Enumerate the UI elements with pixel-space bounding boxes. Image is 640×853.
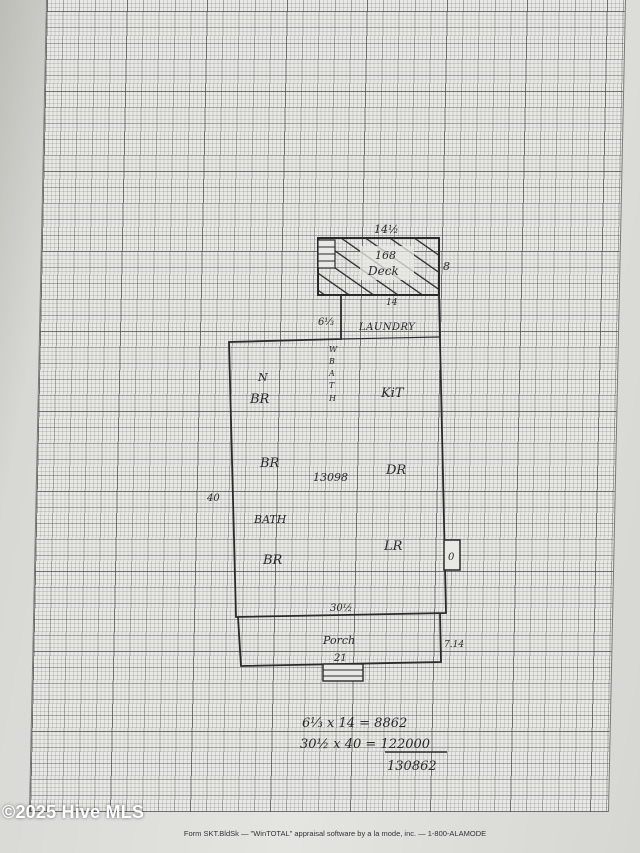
svg-text:B: B <box>328 357 335 366</box>
porch-depth-label: 7.14 <box>444 640 464 650</box>
bath-label: BATH <box>253 513 287 526</box>
deck-area <box>317 237 440 296</box>
laundry-depth-label: 6⅓ <box>318 317 334 328</box>
n-label: N <box>257 371 268 384</box>
calc-line-2: 30½ x 40 = 122000 <box>300 737 430 752</box>
bottom-width-label: 30½ <box>330 603 352 614</box>
mls-watermark: ©2025 Hive MLS <box>2 802 145 822</box>
door-marker-label: 0 <box>448 552 455 563</box>
svg-text:T: T <box>329 381 335 390</box>
door-marker-box <box>443 539 461 571</box>
deck-area-label: 168 <box>375 249 396 262</box>
porch-steps <box>322 663 364 682</box>
living-label: LR <box>383 539 403 554</box>
deck-name-label: Deck <box>367 264 399 278</box>
svg-text:H: H <box>328 394 337 403</box>
svg-text:W: W <box>329 345 338 354</box>
side-length-label: 40 <box>206 493 220 504</box>
laundry-width-label: 14 <box>386 298 398 308</box>
dining-label: DR <box>385 463 406 478</box>
bedroom-label-2: BR <box>259 456 280 471</box>
kitchen-label: KiT <box>380 386 405 401</box>
bath-vertical-label: W B A T H <box>328 345 338 403</box>
form-footer-text: Form SKT.BldSk — "WinTOTAL" appraisal so… <box>183 829 487 838</box>
laundry-divider <box>340 336 440 340</box>
total-area-label: 13098 <box>313 471 348 484</box>
deck-width-label: 14½ <box>374 223 399 236</box>
svg-text:A: A <box>328 369 335 378</box>
porch-name-label: Porch <box>322 634 355 647</box>
porch-width-label: 21 <box>333 653 347 664</box>
calc-total: 130862 <box>387 759 437 774</box>
deck-depth-label: 8 <box>443 260 450 273</box>
laundry-name-label: LAUNDRY <box>358 322 416 333</box>
bedroom-label-1: BR <box>249 392 270 407</box>
calc-line-1: 6⅓ x 14 = 8862 <box>302 716 407 731</box>
bedroom-label-3: BR <box>262 553 283 568</box>
